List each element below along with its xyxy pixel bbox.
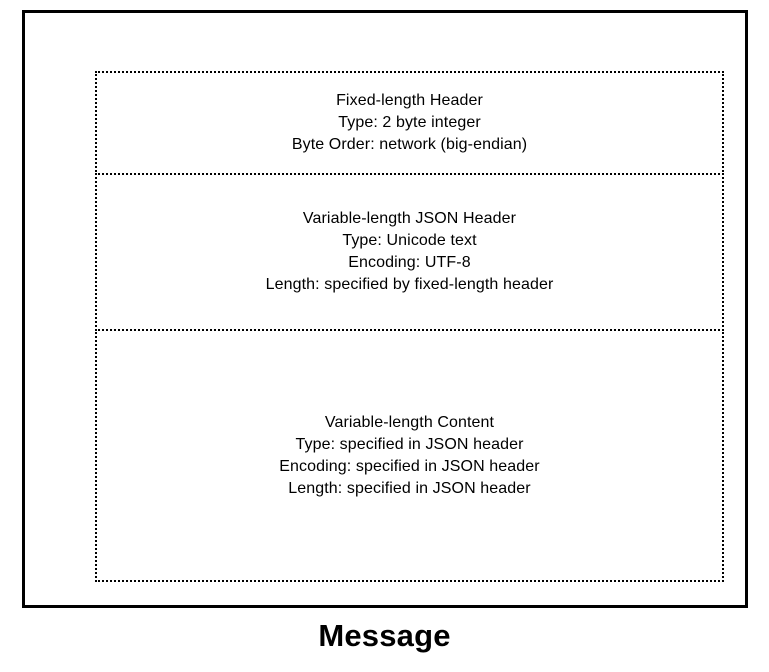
section-fixed-length-header-line-1: Fixed-length Header xyxy=(336,92,483,109)
section-variable-length-json-header-line-2: Type: Unicode text xyxy=(342,232,477,249)
section-fixed-length-header-line-2: Type: 2 byte integer xyxy=(338,114,481,131)
section-variable-length-content-line-4: Length: specified in JSON header xyxy=(288,479,531,497)
message-sections-stack: Fixed-length Header Type: 2 byte integer… xyxy=(95,71,724,582)
section-variable-length-json-header-line-4: Length: specified by fixed-length header xyxy=(265,276,554,293)
diagram-caption: Message xyxy=(318,618,451,653)
message-outer-frame: Fixed-length Header Type: 2 byte integer… xyxy=(22,10,748,608)
section-fixed-length-header: Fixed-length Header Type: 2 byte integer… xyxy=(95,71,724,175)
section-fixed-length-header-text: Fixed-length Header Type: 2 byte integer… xyxy=(292,90,527,156)
section-variable-length-content: Variable-length Content Type: specified … xyxy=(95,329,724,582)
section-variable-length-json-header-line-1: Variable-length JSON Header xyxy=(302,210,517,227)
section-variable-length-json-header-line-3: Encoding: UTF-8 xyxy=(348,254,471,271)
section-variable-length-content-line-2: Type: specified in JSON header xyxy=(295,435,524,453)
section-variable-length-content-line-1: Variable-length Content xyxy=(324,413,495,431)
section-fixed-length-header-line-3: Byte Order: network (big-endian) xyxy=(291,136,528,153)
section-variable-length-content-text: Variable-length Content Type: specified … xyxy=(279,412,539,500)
section-variable-length-content-line-3: Encoding: specified in JSON header xyxy=(279,457,540,475)
section-variable-length-json-header-text: Variable-length JSON Header Type: Unicod… xyxy=(266,208,554,296)
section-variable-length-json-header: Variable-length JSON Header Type: Unicod… xyxy=(95,173,724,331)
